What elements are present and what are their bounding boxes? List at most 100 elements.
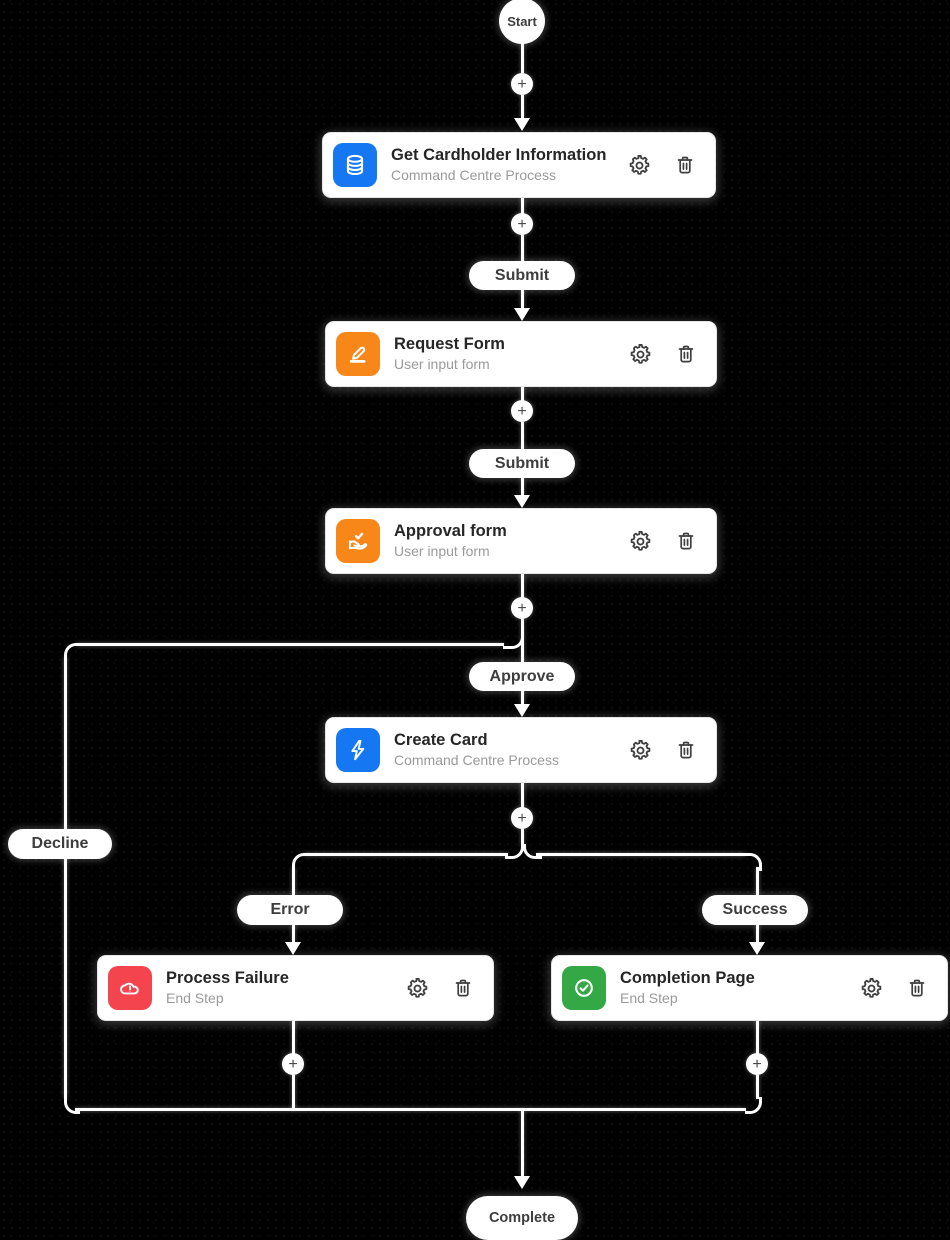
connector-line [520,573,524,598]
step-card-get-cardholder-information[interactable]: Get Cardholder Information Command Centr… [323,133,715,197]
step-text: Create Card Command Centre Process [394,731,613,769]
add-step-button[interactable]: + [511,400,533,422]
step-delete-button[interactable] [905,976,929,1000]
step-card-approval-form[interactable]: Approval form User input form [326,509,716,573]
connector-line [291,1075,295,1110]
connector-line [520,1110,524,1176]
step-title: Process Failure [166,969,289,988]
step-subtitle: Command Centre Process [391,167,556,183]
step-text: Process Failure End Step [166,969,390,1007]
add-step-button[interactable]: + [746,1053,768,1075]
step-card-completion-page[interactable]: Completion Page End Step [552,956,947,1020]
connector-corner [63,1097,80,1114]
step-subtitle: End Step [620,990,678,1006]
connector-corner [744,853,762,871]
connector-line [303,853,508,856]
step-settings-button[interactable] [627,737,654,764]
transition-label-error: Error [237,895,343,925]
step-settings-button[interactable] [404,975,431,1002]
gear-icon [407,977,428,998]
step-subtitle: User input form [394,543,490,559]
step-card-process-failure[interactable]: Process Failure End Step [98,956,493,1020]
step-text: Completion Page End Step [620,969,844,1007]
step-delete-button[interactable] [674,342,698,366]
step-settings-button[interactable] [626,152,653,179]
connector-line [536,853,746,856]
step-card-request-form[interactable]: Request Form User input form [326,322,716,386]
step-subtitle: End Step [166,990,224,1006]
gear-icon [629,154,650,175]
connector-corner [744,1097,762,1114]
connector-line [63,656,67,1098]
arrow-down-icon [514,118,530,131]
connector-line [520,829,524,846]
connector-line [291,924,295,943]
trash-icon [678,741,694,759]
add-step-button[interactable]: + [511,807,533,829]
step-title: Approval form [394,522,507,541]
arrow-down-icon [749,942,765,955]
step-text: Get Cardholder Information Command Centr… [391,146,612,184]
connector-corner [291,853,309,871]
step-text: Approval form User input form [394,522,613,560]
connector-line [755,1075,759,1099]
connector-corner [505,844,524,859]
arrow-down-icon [514,1176,530,1189]
step-title: Create Card [394,731,488,750]
step-card-create-card[interactable]: Create Card Command Centre Process [326,718,716,782]
gear-icon [630,343,651,364]
transition-label-submit: Submit [469,261,575,290]
arrow-down-icon [514,308,530,321]
connector-corner [522,844,542,859]
step-title: Completion Page [620,969,755,988]
step-delete-button[interactable] [674,738,698,762]
connector-line [755,924,759,943]
cloud-error-icon [108,966,152,1010]
check-circle-icon [562,966,606,1010]
connector-line [755,1020,759,1054]
connector-corner [63,643,80,660]
connector-line [520,386,524,401]
lightning-icon [336,728,380,772]
step-settings-button[interactable] [627,341,654,368]
connector-line [520,289,524,309]
step-title: Get Cardholder Information [391,146,607,165]
step-delete-button[interactable] [674,529,698,553]
arrow-down-icon [285,942,301,955]
arrow-down-icon [514,704,530,717]
connector-line [755,867,759,896]
step-delete-button[interactable] [451,976,475,1000]
add-step-button[interactable]: + [282,1053,304,1075]
complete-node: Complete [466,1196,578,1240]
add-step-button[interactable]: + [511,597,533,619]
hand-check-icon [336,519,380,563]
trash-icon [677,156,693,174]
connector-line [291,867,295,896]
step-settings-button[interactable] [627,528,654,555]
gear-icon [630,530,651,551]
connector-line [76,643,504,646]
connector-corner [503,631,524,649]
step-settings-button[interactable] [858,975,885,1002]
connector-line [75,1108,746,1111]
step-text: Request Form User input form [394,335,613,373]
arrow-down-icon [514,495,530,508]
trash-icon [455,979,471,997]
step-subtitle: Command Centre Process [394,752,559,768]
connector-line [520,197,524,214]
step-title: Request Form [394,335,505,354]
connector-line [520,477,524,496]
add-step-button[interactable]: + [511,73,533,95]
trash-icon [678,345,694,363]
pencil-edit-icon [336,332,380,376]
connector-line [520,422,524,450]
connector-line [520,690,524,705]
step-subtitle: User input form [394,356,490,372]
gear-icon [630,739,651,760]
connector-line [520,782,524,808]
start-node: Start [499,0,545,44]
step-delete-button[interactable] [673,153,697,177]
connector-line [520,235,524,262]
add-step-button[interactable]: + [511,213,533,235]
